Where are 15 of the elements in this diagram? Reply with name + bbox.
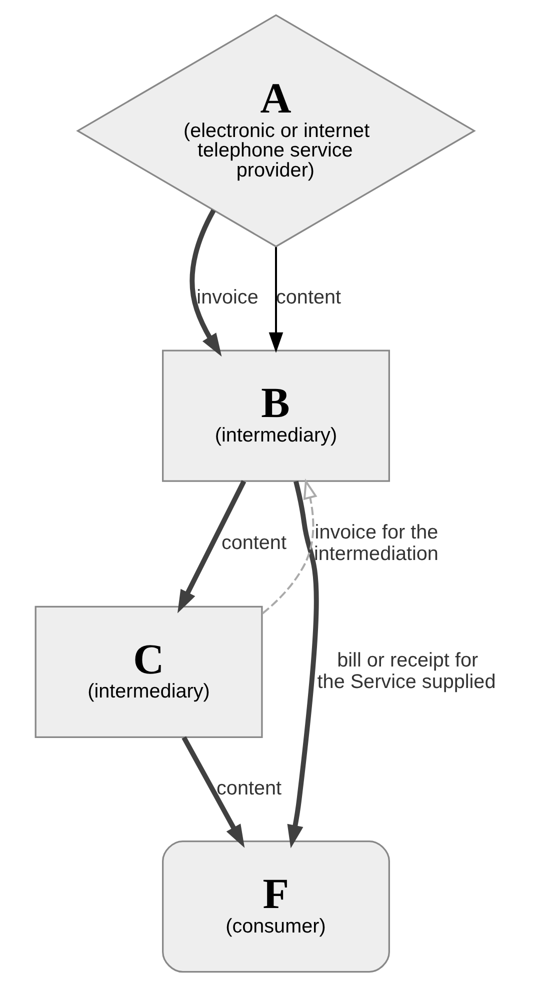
arrow (178, 480, 246, 614)
node-box: F (consumer) (162, 840, 390, 973)
node-box: B (intermediary) (162, 350, 390, 482)
arrow (268, 247, 284, 353)
edge-label: bill or receipt for the Service supplied (317, 649, 496, 693)
edge-label: invoice (196, 286, 258, 309)
arrow (262, 478, 318, 614)
arrow (182, 736, 245, 848)
edge-label: content (221, 532, 286, 554)
node-box: C (intermediary) (34, 606, 263, 738)
arrow (287, 480, 319, 848)
edge-label: content (216, 777, 282, 800)
arrow (190, 209, 222, 357)
edge-label: invoice for the intermediation (314, 521, 438, 565)
node-diamond: A (electronic or internet telephone service provider) (76, 14, 476, 248)
